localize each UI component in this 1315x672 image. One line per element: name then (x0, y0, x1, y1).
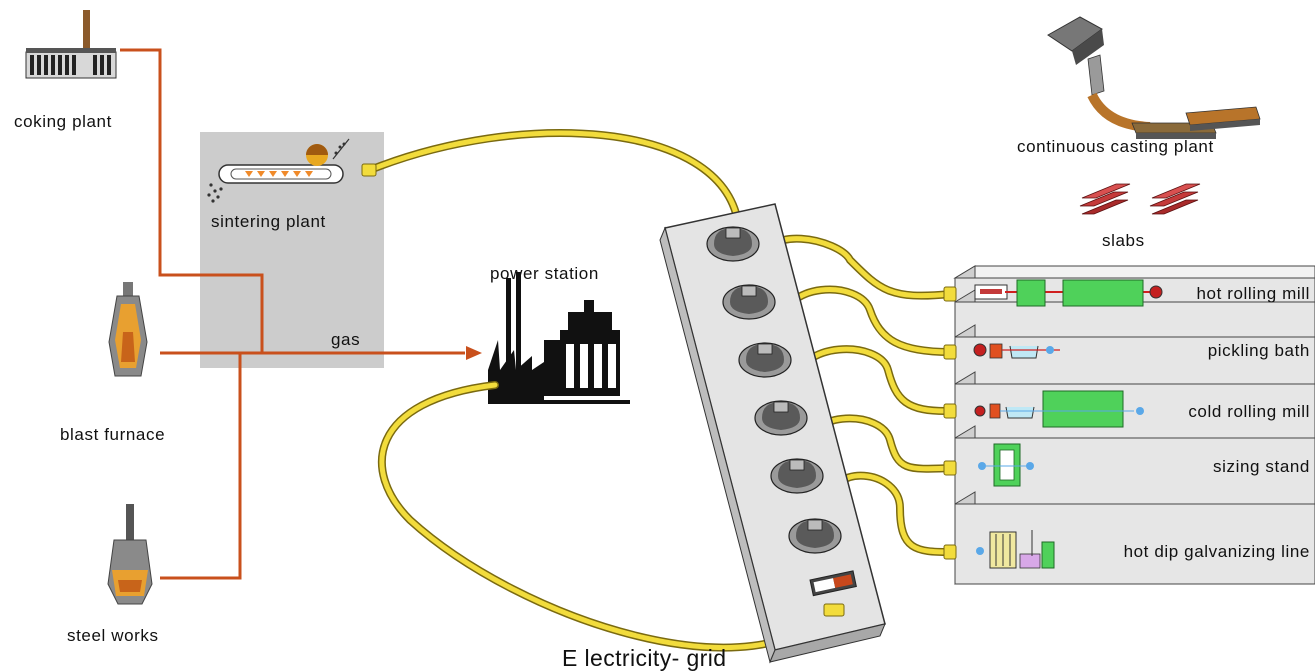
gas-arrow-head (466, 346, 482, 360)
power-strip-plug (823, 603, 845, 617)
cold-rolling-mill-icon (974, 390, 1144, 428)
coking-plant-label: coking plant (14, 112, 112, 131)
blast-furnace-label: blast furnace (60, 425, 165, 444)
consumer-label-hot-rolling-mill: hot rolling mill (1196, 284, 1310, 303)
coking-plant-icon (25, 10, 117, 79)
sizing-stand-icon (978, 443, 1034, 487)
steel-works-label: steel works (67, 626, 159, 645)
hot-dip-galvanizing-icon (976, 530, 1055, 569)
blast-furnace-icon (108, 282, 148, 377)
rack-shelf (954, 289, 1315, 338)
sintering-plant-label: sintering plant (211, 212, 326, 231)
power-station-icon (488, 272, 630, 404)
power-strip-switch (809, 570, 857, 597)
power-strip-socket (738, 342, 792, 378)
consumer-label-pickling-bath: pickling bath (1208, 341, 1310, 360)
sintering-plant-icon (207, 138, 350, 203)
consumer-label-sizing-stand: sizing stand (1213, 457, 1310, 476)
electricity-grid-label: E lectricity- grid (562, 645, 726, 671)
gas-network (120, 48, 465, 580)
slabs-label: slabs (1102, 231, 1145, 250)
power-station-label: power station (490, 264, 599, 283)
power-strip-socket (788, 518, 842, 554)
gas-label: gas (331, 330, 360, 349)
pickling-bath-icon (973, 343, 1060, 359)
slab-icon (1079, 183, 1201, 215)
continuous-casting-icon (1047, 16, 1261, 139)
consumer-label-hot-dip-galvanizing-line: hot dip galvanizing line (1124, 542, 1310, 561)
consumer-label-cold-rolling-mill: cold rolling mill (1188, 402, 1310, 421)
power-strip-socket (706, 226, 760, 262)
rack-shelf (954, 324, 1315, 385)
continuous-casting-label: continuous casting plant (1017, 137, 1214, 156)
power-strip-socket (722, 284, 776, 320)
power-strip-socket (770, 458, 824, 494)
converter-icon (107, 504, 153, 605)
power-strip-socket (754, 400, 808, 436)
power-strip-icon (659, 203, 886, 664)
rack-shelf (953, 265, 1315, 303)
hot-rolling-mill-icon (974, 279, 1163, 307)
